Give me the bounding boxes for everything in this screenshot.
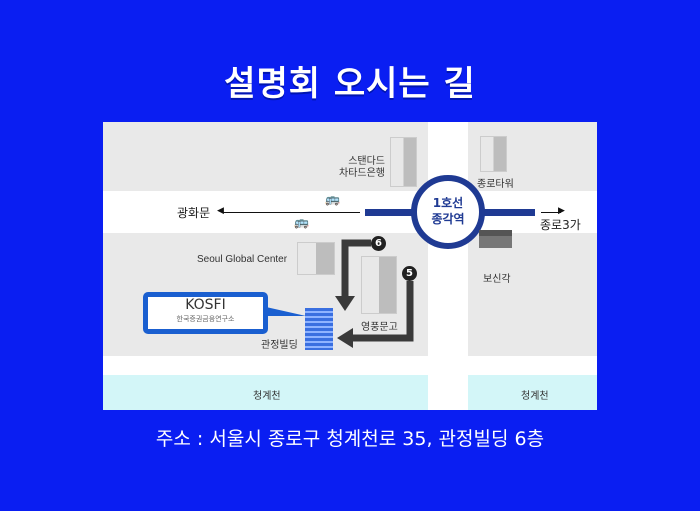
stream-right-label: 청계천 <box>521 391 549 402</box>
youngpoong-building-icon <box>361 256 397 314</box>
exit-6-badge: 6 <box>371 236 386 251</box>
stream-left-label: 청계천 <box>253 391 281 402</box>
bus-icon: 🚌 <box>294 215 309 229</box>
youngpoong-label: 영풍문고 <box>361 322 398 333</box>
stream-right <box>468 375 597 410</box>
east-label: 종로3가 <box>540 218 581 232</box>
route-arrows <box>335 239 414 348</box>
station-line: 1호선 <box>432 196 464 210</box>
standard-chartered-building-icon <box>390 137 417 187</box>
jongno-tower-building-icon <box>480 136 507 172</box>
stream-left <box>103 375 428 410</box>
gwanjeong-label: 관정빌딩 <box>261 340 298 351</box>
jongno-tower-label: 종로타워 <box>477 179 514 190</box>
station-marker: 1호선 종각역 <box>411 175 485 249</box>
arrow-east-icon: ▶ <box>558 206 565 216</box>
gwanjeong-building-icon <box>305 308 333 350</box>
block-se <box>468 233 597 356</box>
kosfi-callout: KOSFI 한국증권금융연구소 <box>143 292 268 334</box>
bosingak-label: 보신각 <box>483 274 511 285</box>
block-nw <box>103 122 428 191</box>
address: 주소 : 서울시 종로구 청계천로 35, 관정빌딩 6층 <box>155 428 545 450</box>
arrow-east-line <box>541 212 561 213</box>
exit-5-badge: 5 <box>402 266 417 281</box>
bosingak-icon <box>479 230 512 248</box>
callout-title: KOSFI <box>185 297 226 313</box>
arrow-west-line <box>223 212 360 213</box>
callout-pointer <box>266 307 306 316</box>
bus-icon: 🚌 <box>325 192 340 206</box>
page-title: 설명회 오시는 길 <box>224 64 476 104</box>
station-name: 종각역 <box>431 212 465 226</box>
seoul-global-center-building-icon <box>297 242 335 275</box>
seoul-global-center-label: Seoul Global Center <box>197 254 288 265</box>
arrow-west-icon: ◀ <box>217 206 224 216</box>
west-label: 광화문 <box>177 206 211 220</box>
label-line: 스탠다드 <box>348 156 385 167</box>
callout-subtitle: 한국증권금융연구소 <box>176 315 235 323</box>
label-line: 차타드은행 <box>339 168 385 179</box>
